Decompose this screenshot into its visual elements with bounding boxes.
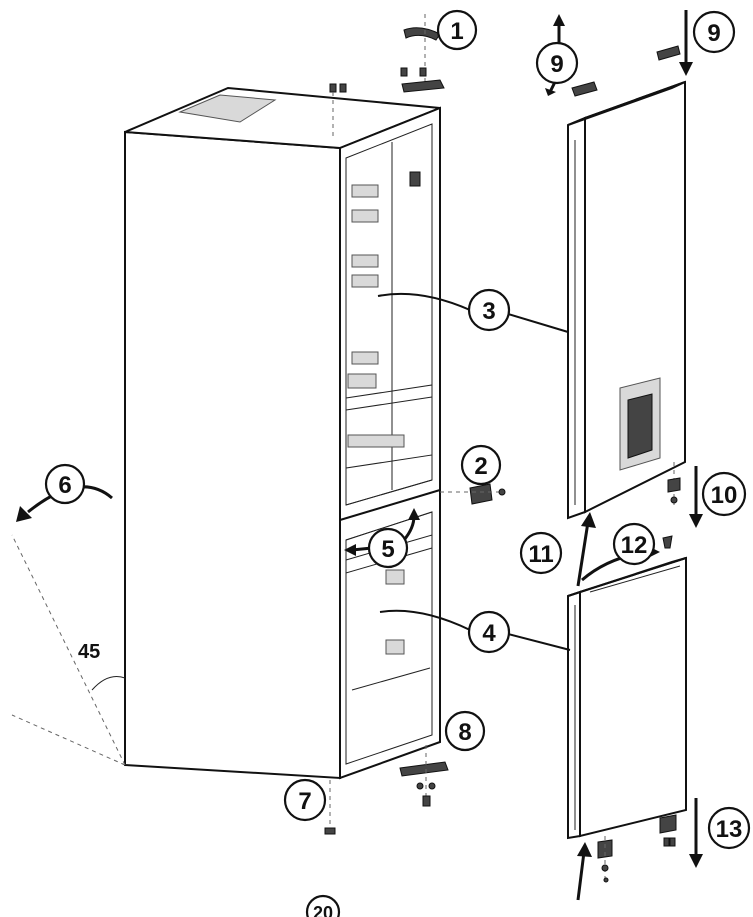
freezer-knob — [385, 639, 405, 655]
adjustable-foot — [422, 795, 431, 807]
upper-door — [567, 45, 686, 520]
lower-door-panel — [579, 556, 687, 838]
lower-door — [567, 535, 687, 883]
hinge-screw — [498, 488, 506, 496]
callout-11: 11 — [519, 531, 563, 575]
door-screw — [662, 535, 673, 549]
fridge-cabinet — [124, 86, 441, 780]
insert-arrow — [576, 851, 586, 901]
middle-hinge — [469, 483, 493, 505]
shelf-support — [351, 351, 379, 365]
lower-door-pin — [597, 839, 613, 859]
top-hinge-cover — [403, 27, 441, 41]
shelf-support — [351, 254, 379, 268]
upper-door-edge — [567, 116, 586, 520]
angle-arc — [91, 676, 126, 691]
cabinet-side-panel — [124, 130, 341, 780]
callout-2: 2 — [460, 444, 502, 486]
hinge-screw — [419, 67, 427, 77]
callout-12: 12 — [612, 522, 656, 566]
callout-10-label: 10 — [711, 482, 738, 509]
hinge-hole-cap — [656, 45, 681, 61]
hinge-screw — [416, 782, 424, 790]
tilt-angle-guide: 45 — [11, 534, 126, 766]
callout-1: 1 — [436, 9, 478, 51]
callout-7: 7 — [283, 778, 327, 822]
crisper-drawer — [345, 384, 433, 469]
tilt-guide-line — [11, 534, 126, 766]
lower-door-hinge-part — [659, 814, 677, 834]
dispenser-recess — [627, 393, 653, 459]
upper-door-top — [567, 81, 686, 126]
callout-8-label: 8 — [458, 719, 471, 746]
freezer-knob — [385, 569, 405, 585]
page-number: 20 — [305, 894, 341, 917]
tilt-guide-line — [11, 714, 126, 766]
callout-9-right-label: 9 — [707, 20, 720, 47]
callout-12-label: 12 — [621, 532, 648, 559]
callout-6-label: 6 — [58, 472, 71, 499]
lower-door-edge — [567, 590, 581, 840]
bottom-hinge-assembly — [324, 745, 449, 835]
hinge-hole-cap — [571, 81, 598, 97]
leader-4-freezer — [379, 609, 471, 631]
leader-3-door — [507, 313, 569, 333]
callout-8: 8 — [444, 710, 486, 752]
callout-5: 5 — [367, 527, 409, 569]
lower-door-top — [567, 557, 687, 597]
shelf-support — [347, 373, 377, 389]
callout-7-label: 7 — [298, 788, 311, 815]
callout-11-label: 11 — [528, 541, 553, 568]
callout-3-label: 3 — [482, 298, 495, 325]
callout-10: 10 — [701, 471, 747, 517]
crisper-rail — [347, 434, 405, 448]
angle-label: 45 — [78, 641, 100, 663]
shelf-support — [351, 274, 379, 288]
top-hinge-bracket — [401, 79, 445, 93]
callout-2-label: 2 — [474, 453, 487, 480]
hinge-screw — [428, 782, 436, 790]
leader-3-fridge — [377, 292, 471, 311]
callout-6: 6 — [44, 463, 86, 505]
light-switch — [409, 171, 421, 187]
leader-4-door — [507, 633, 571, 651]
top-hinge-assembly — [329, 14, 445, 140]
shelf-support — [351, 209, 379, 223]
foot-cap — [324, 827, 336, 835]
hinge-screw — [400, 67, 408, 77]
callout-3: 3 — [467, 288, 511, 332]
door-stop — [667, 477, 681, 493]
leader-lines — [377, 292, 571, 651]
middle-hinge-assembly — [440, 483, 506, 505]
callout-13-label: 13 — [716, 816, 743, 843]
page-number-label: 20 — [313, 903, 333, 917]
callout-4: 4 — [467, 610, 511, 654]
callout-9-right: 9 — [692, 10, 736, 54]
callout-13: 13 — [707, 806, 751, 850]
top-cover-plate — [178, 94, 277, 123]
lift-door-arrow — [576, 521, 590, 587]
callout-4-label: 4 — [482, 620, 496, 647]
top-screw — [339, 83, 347, 93]
compartment-divider — [339, 489, 441, 521]
callout-5-label: 5 — [381, 536, 394, 563]
callout-1-label: 1 — [450, 18, 463, 45]
callout-9-left-label: 9 — [550, 51, 563, 78]
bottom-hinge — [399, 761, 449, 777]
callout-9-left: 9 — [535, 41, 579, 85]
shelf-support — [351, 184, 379, 198]
top-screw — [329, 83, 337, 93]
